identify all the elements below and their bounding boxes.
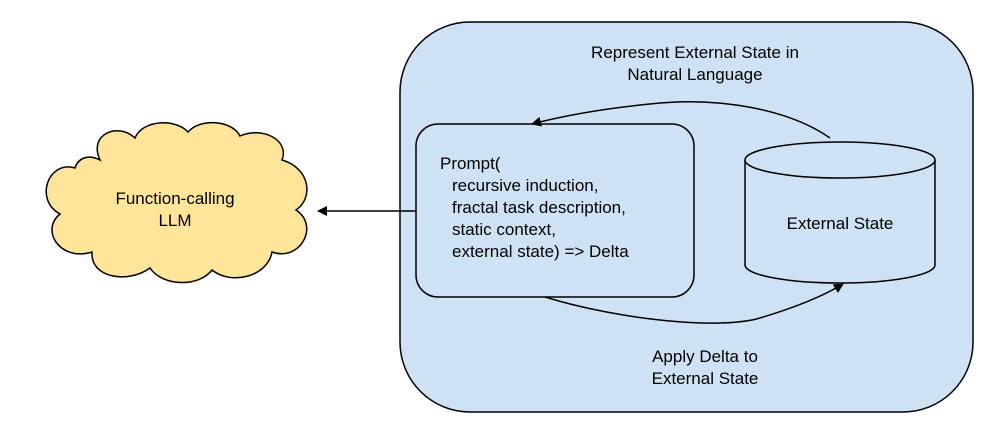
container-title: Represent External State in Natural Lang… bbox=[560, 42, 830, 86]
container-title-line-1: Represent External State in bbox=[591, 43, 799, 62]
llm-label-line-2: LLM bbox=[158, 211, 192, 230]
apply-delta-line-2: External State bbox=[651, 369, 759, 388]
prompt-line-3: fractal task description, bbox=[452, 198, 626, 217]
apply-delta-label: Apply Delta to External State bbox=[605, 346, 805, 390]
prompt-line-5: external state) => Delta bbox=[452, 242, 629, 261]
arrow-state-to-prompt bbox=[531, 101, 831, 139]
prompt-text: Prompt( recursive induction, fractal tas… bbox=[440, 153, 690, 263]
apply-delta-line-1: Apply Delta to bbox=[652, 347, 758, 366]
prompt-line-2: recursive induction, bbox=[452, 176, 599, 195]
llm-label: Function-calling LLM bbox=[90, 188, 260, 232]
external-state-label: External State bbox=[786, 214, 894, 233]
prompt-line-1: Prompt( bbox=[440, 154, 501, 173]
external-state-cylinder bbox=[744, 141, 936, 284]
llm-label-line-1: Function-calling bbox=[115, 189, 235, 208]
prompt-line-4: static context, bbox=[452, 220, 556, 239]
llm-cloud bbox=[45, 121, 308, 284]
container-title-line-2: Natural Language bbox=[627, 65, 763, 84]
arrow-prompt-to-state bbox=[544, 283, 844, 324]
